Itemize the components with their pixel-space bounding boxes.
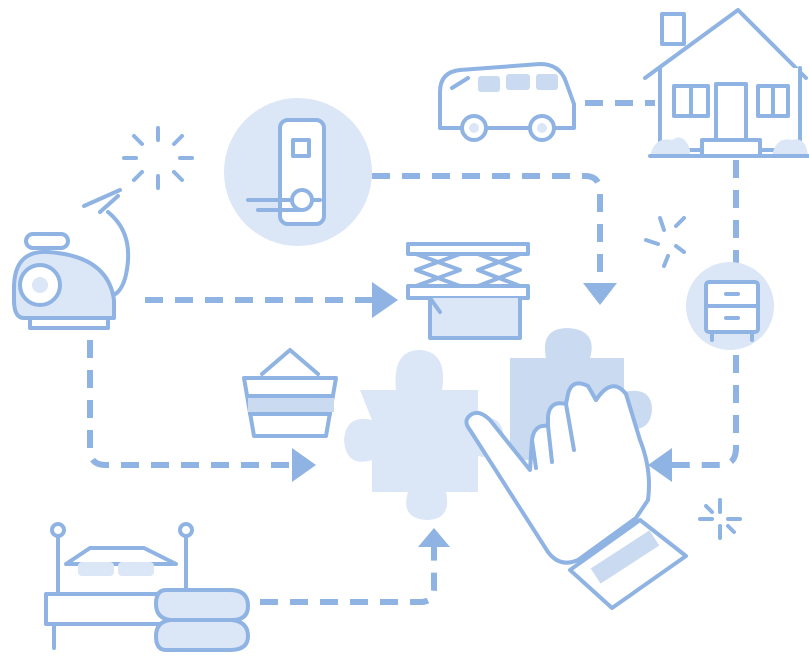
sparkle-icon (698, 498, 742, 540)
arrow-down-center (583, 283, 617, 305)
arrow-right-bottom (292, 448, 316, 482)
hand-icon (464, 381, 688, 610)
arrowheads (292, 282, 672, 547)
van-icon (438, 62, 576, 142)
connector-lines (87, 100, 739, 605)
smart-lock-icon (224, 98, 372, 246)
basket-icon (242, 348, 338, 438)
connector-bed-to-puzzle (230, 545, 437, 605)
connector-bike-down (87, 340, 300, 468)
house-icon (643, 8, 809, 158)
exercise-bike-icon (12, 188, 131, 330)
sparkle-icon (122, 126, 194, 190)
scissor-lift-table-icon (406, 242, 530, 340)
arrow-up-bed (418, 528, 450, 547)
folded-blanket-icon (154, 588, 250, 652)
arrow-right-lift (372, 282, 398, 318)
dresser-icon (686, 262, 774, 350)
arrow-left-dresser (648, 448, 672, 482)
connector-lock-to-center (372, 173, 603, 285)
sparkle-icon (644, 216, 686, 268)
connector-dresser-down (670, 355, 739, 468)
